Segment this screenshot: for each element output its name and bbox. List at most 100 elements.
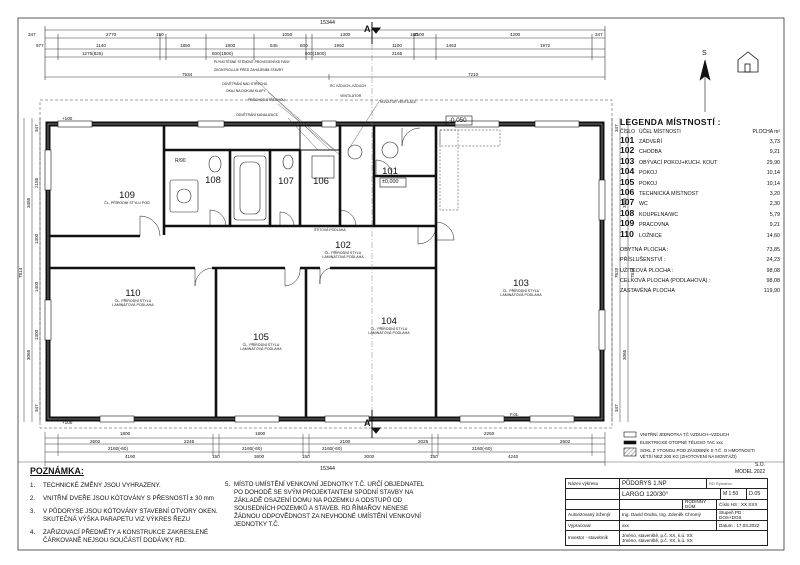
legend-room-no: 107 bbox=[620, 197, 635, 208]
callout-9: NOVÁTOR VENTILACE bbox=[380, 100, 417, 104]
total-width-top: 15344 bbox=[320, 20, 335, 26]
room-number: 110 bbox=[125, 288, 141, 299]
room-floor: ČL. PŘÍRODNÍ STYLU POD bbox=[104, 201, 150, 205]
room-108: 108 bbox=[198, 175, 228, 186]
top3-dim-4: 2165 bbox=[392, 51, 403, 56]
mark-100-bottom: +100 bbox=[62, 420, 73, 425]
top2-dim-1: 977 bbox=[36, 43, 44, 48]
legend-col-area: PLOCHA m² bbox=[752, 129, 780, 135]
note-number: 2. bbox=[30, 495, 36, 502]
summary-area: 24,23 bbox=[766, 257, 781, 264]
callout-1: PLYNOTĚSNÉ STĚNOVÉ PROVEDENÍ KS FÁNY bbox=[214, 60, 291, 64]
top-dim-8: 4200 bbox=[510, 32, 521, 37]
summary-name: ZASTAVĚNÁ PLOCHA bbox=[620, 288, 675, 295]
bottom-dim-2: 1800 bbox=[120, 431, 131, 436]
level-marker bbox=[379, 115, 473, 188]
legend-title: LEGENDA MÍSTNOSTÍ : bbox=[620, 117, 721, 127]
top3-dim-1: 1275(825) bbox=[82, 51, 103, 56]
bottom-dim-1: 2602 bbox=[90, 439, 101, 444]
top-dim-2: 2770 bbox=[106, 32, 117, 37]
summary-name: OBYTNÁ PLOCHA : bbox=[620, 246, 669, 253]
top3-dim-3: 600(1500) bbox=[305, 51, 326, 56]
bottom3-dim-3: 3600 bbox=[254, 454, 265, 459]
room-number: 109 bbox=[119, 190, 135, 201]
bottom3-dim-4: 150 bbox=[302, 454, 310, 459]
thin-walls bbox=[163, 126, 340, 226]
top-dim-1: 347 bbox=[28, 32, 36, 37]
summary-area: 98,08 bbox=[766, 278, 781, 285]
house-icon bbox=[737, 51, 759, 73]
windows bbox=[44, 120, 606, 423]
room-106: 106 bbox=[306, 176, 336, 187]
radiator-label: R/90 bbox=[175, 158, 186, 164]
room-109: 109 ČL. PŘÍRODNÍ STYLU POD bbox=[102, 190, 152, 205]
top-dim-5: 1300 bbox=[340, 32, 351, 37]
notes-title: POZNÁMKA: bbox=[30, 466, 84, 476]
top2-dim-5: 545 bbox=[270, 43, 278, 48]
room-floor: ČL. PŘÍRODNÍ STYLU LAMINÁTOVÁ PODLAHA bbox=[240, 343, 282, 352]
left-dim-8: 347 bbox=[34, 404, 39, 412]
tb-auth-label: Autorizovaný inženýr bbox=[566, 510, 620, 520]
note-item-5: 5. MÍSTO UMÍSTĚNÍ VENKOVNÍ JEDNOTKY T.Č.… bbox=[225, 481, 434, 529]
inner-dim-left: 7534 bbox=[182, 72, 193, 77]
doors bbox=[139, 127, 455, 287]
top2-dim-7: 1992 bbox=[334, 43, 345, 48]
bottom2-dim-3: 2160(-60) bbox=[322, 446, 342, 451]
north-arrow bbox=[699, 59, 711, 112]
tb-row-model: LARGO 120/30° M 1:50 D.05 bbox=[566, 489, 767, 500]
tb-num: Číslo HS : XX XXX bbox=[719, 501, 758, 507]
legend-room-area: 2,30 bbox=[769, 201, 780, 208]
top2-dim-9: 1463 bbox=[446, 43, 457, 48]
legend-room-no: 106 bbox=[620, 186, 635, 197]
sheet-border bbox=[17, 17, 785, 551]
bottom-dim-4: 1800 bbox=[255, 431, 266, 436]
tb-row-drafter: Vypracoval xxx Datum : 17.03.2022 bbox=[566, 520, 767, 531]
tb-row-investor: Investor - stavebník Jméno, stavenště, p… bbox=[566, 530, 767, 545]
room-number: 107 bbox=[278, 176, 294, 187]
title-block: Název výkresu PŮDORYS 1.NP RD Rýmařov LA… bbox=[565, 478, 768, 546]
inner-dim-right: 7210 bbox=[468, 72, 479, 77]
summary-row: CELKOVÁ PLOCHA (PODLAHOVÁ) :98,08 bbox=[620, 278, 780, 288]
legend-room-no: 102 bbox=[620, 145, 635, 156]
so-label: S.O. bbox=[755, 462, 766, 468]
tb-auth: Ing. David Ondra, Ing. Zdeněk Chromý bbox=[620, 510, 717, 520]
room-floor: ČL. PŘÍRODNÍ STYLU LAMINÁTOVÁ PODLAHA bbox=[112, 299, 154, 308]
tb-model: LARGO 120/30° bbox=[620, 489, 721, 499]
tb-stage: Stupeň PD : DOS+DOS bbox=[719, 509, 744, 520]
tb-drafter: xxx bbox=[620, 520, 717, 530]
north-label: S bbox=[702, 50, 707, 57]
callout-leaders bbox=[255, 79, 381, 156]
note-item: 1.TECHNICKÉ ZMĚNY JSOU VYHRAZENY. bbox=[30, 482, 218, 490]
summary-area: 98,08 bbox=[766, 267, 781, 274]
level-label: -0,050 bbox=[449, 117, 467, 124]
bottom-dim-6: 2025 bbox=[418, 439, 429, 444]
section-a-top: A bbox=[364, 24, 371, 34]
summary-area: 73,85 bbox=[766, 246, 781, 253]
legend-room-no: 104 bbox=[620, 166, 635, 177]
legend-room-name: TECHNICKÁ MÍSTNOST bbox=[639, 190, 699, 197]
legend-room-area: 9,21 bbox=[769, 222, 780, 229]
legend-room-name: WC bbox=[639, 201, 648, 208]
summary-row: UŽITKOVÁ PLOCHA :98,08 bbox=[620, 268, 780, 278]
bottom3-dim-5: 3000 bbox=[364, 454, 375, 459]
left-dim-3: 1300 bbox=[34, 233, 39, 244]
bottom3-dim-7: 4240 bbox=[508, 454, 519, 459]
top2-dim-2: 1140 bbox=[96, 43, 106, 48]
legend-room-name: CHODBA bbox=[639, 149, 662, 156]
mark-100-top: +100 bbox=[62, 116, 73, 121]
legend-room-no: 109 bbox=[620, 218, 635, 229]
callout-3: ODVĚTRÁNÍ NAD STŘECHU bbox=[222, 82, 268, 86]
tb-drafter-label: Vypracoval bbox=[566, 520, 620, 530]
callout-5: PRŮCHOD STŘECHOU bbox=[248, 98, 286, 102]
roof-outline bbox=[39, 99, 613, 429]
section-a-bottom: A bbox=[364, 418, 371, 428]
room-number: 103 bbox=[513, 278, 529, 289]
room-101: 101 bbox=[376, 166, 404, 177]
left-dim-4: 3485 bbox=[26, 197, 31, 208]
